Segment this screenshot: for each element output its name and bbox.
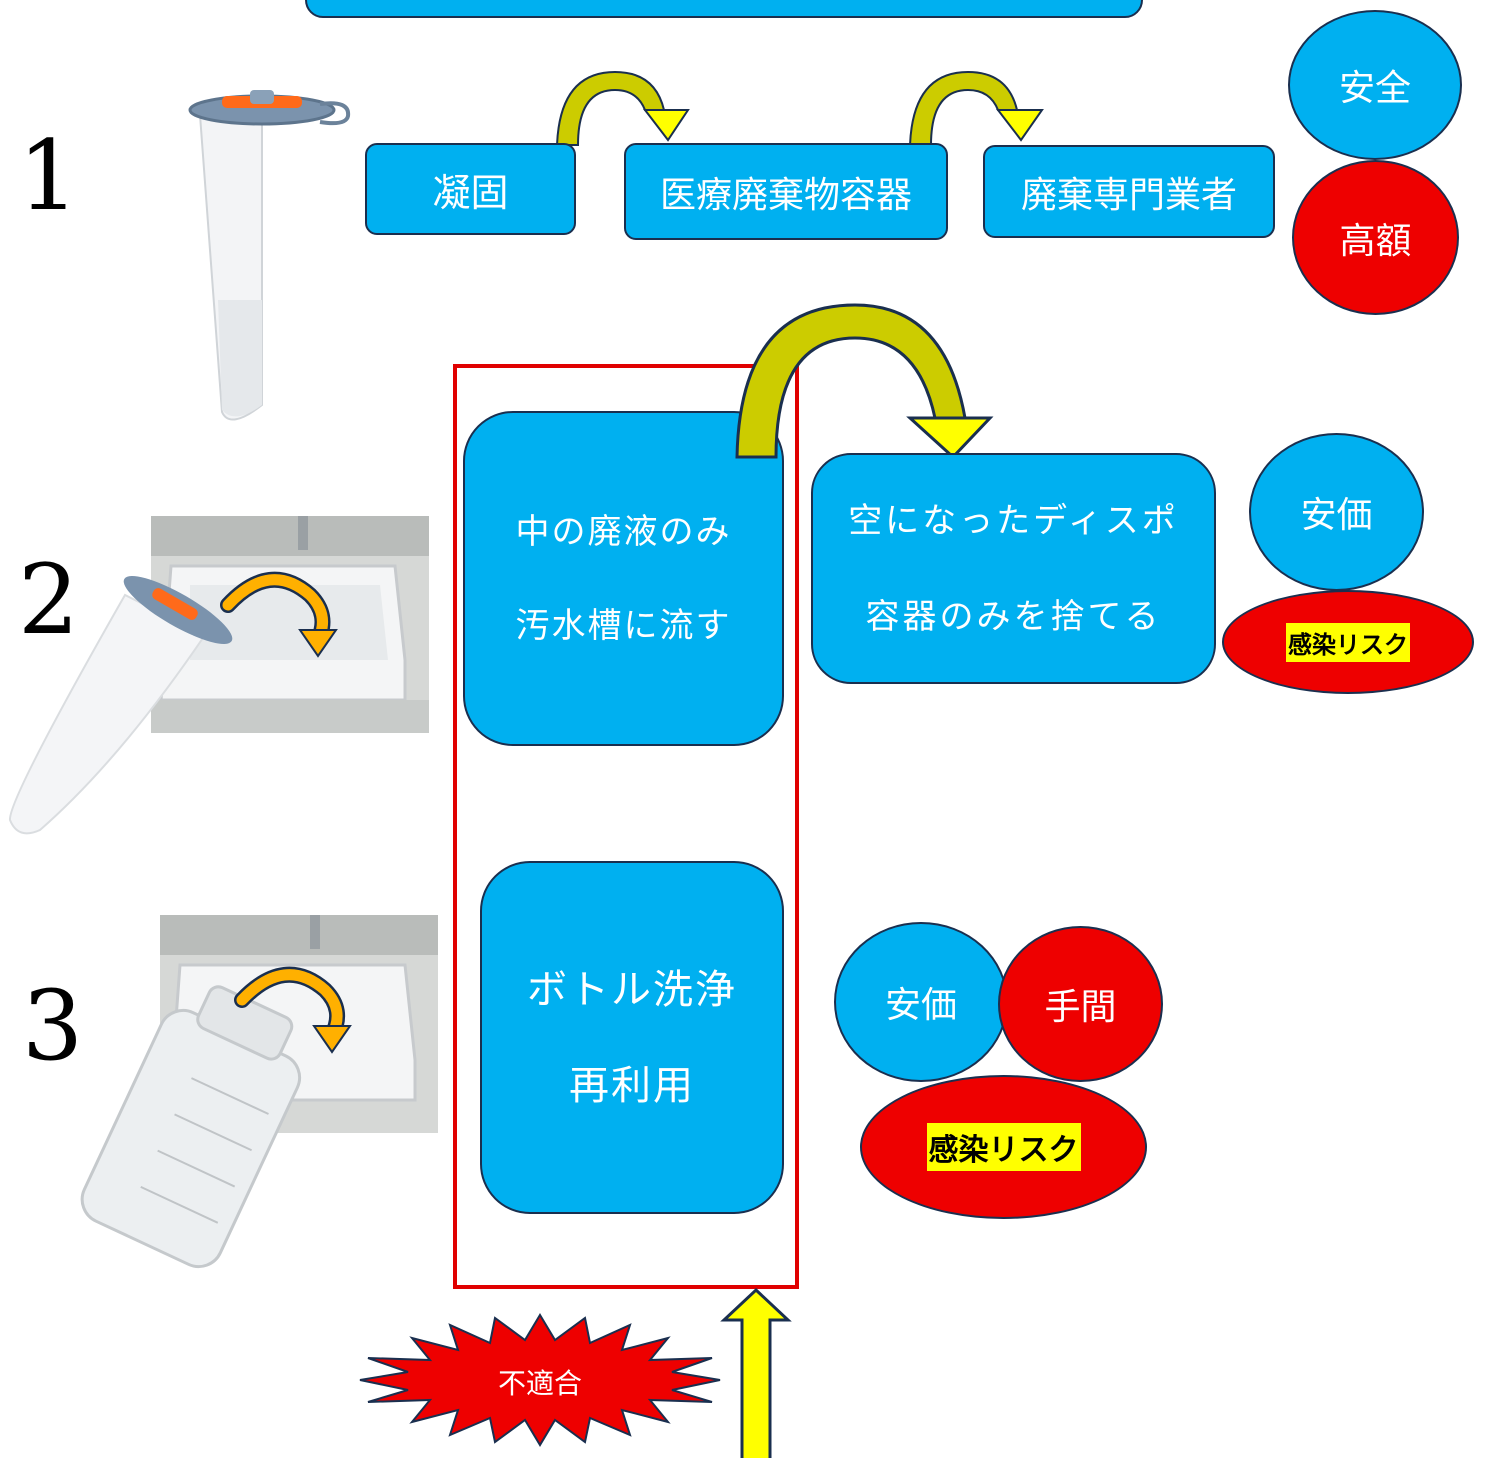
step-wash-bottle-line2: 再利用 bbox=[569, 1062, 695, 1109]
tag-infection-risk-label: 感染リスク bbox=[1286, 622, 1410, 662]
sink-photo-2 bbox=[8, 516, 429, 835]
step-medical-waste-container: 医療廃棄物容器 bbox=[624, 143, 948, 240]
step-wash-bottle: ボトル洗浄 再利用 bbox=[480, 861, 784, 1214]
tag-cheap-3: 安価 bbox=[834, 922, 1008, 1082]
up-arrow-icon bbox=[720, 1287, 792, 1458]
tag-safe: 安全 bbox=[1288, 10, 1462, 160]
step-discard-container-line2: 容器のみを捨てる bbox=[865, 596, 1162, 637]
disposable-liner-image bbox=[188, 90, 351, 421]
row-number-3: 3 bbox=[22, 970, 84, 1082]
step-waste-contractor-label: 廃棄専門業者 bbox=[1020, 174, 1237, 216]
tag-labor-label: 手間 bbox=[1044, 987, 1117, 1028]
step-drain-liquid: 中の廃液のみ 汚水槽に流す bbox=[463, 411, 784, 746]
step-waste-contractor: 廃棄専門業者 bbox=[983, 145, 1275, 238]
sink-photo-3 bbox=[80, 915, 438, 1269]
tag-expensive: 高額 bbox=[1292, 160, 1459, 315]
pour-arrow-icon bbox=[234, 966, 352, 1054]
tag-labor: 手間 bbox=[998, 926, 1163, 1082]
row-number-1: 1 bbox=[18, 120, 80, 232]
not-suitable-label: 不適合 bbox=[497, 1367, 582, 1400]
tag-cheap: 安価 bbox=[1249, 433, 1424, 591]
step-discard-container: 空になったディスポ 容器のみを捨てる bbox=[811, 453, 1216, 684]
tag-safe-label: 安全 bbox=[1338, 68, 1411, 109]
tag-infection-risk-3-label: 感染リスク bbox=[926, 1123, 1081, 1171]
step-drain-liquid-line1: 中の廃液のみ bbox=[515, 511, 732, 552]
step-solidify-label: 凝固 bbox=[432, 170, 509, 215]
step-medical-waste-container-label: 医療廃棄物容器 bbox=[659, 174, 912, 216]
step-wash-bottle-line1: ボトル洗浄 bbox=[527, 966, 737, 1013]
highlight-frame bbox=[453, 364, 799, 1289]
tag-infection-risk-3: 感染リスク bbox=[860, 1075, 1147, 1219]
tag-infection-risk: 感染リスク bbox=[1222, 590, 1474, 694]
step-discard-container-line1: 空になったディスポ bbox=[848, 500, 1179, 541]
curved-arrow-icon bbox=[908, 70, 1044, 146]
not-suitable-burst-icon bbox=[359, 1313, 721, 1447]
row-number-2: 2 bbox=[18, 544, 80, 656]
pour-arrow-icon bbox=[220, 571, 338, 658]
step-solidify: 凝固 bbox=[365, 143, 576, 235]
tag-expensive-label: 高額 bbox=[1339, 220, 1412, 262]
curved-arrow-icon bbox=[555, 70, 690, 146]
tag-cheap-label: 安価 bbox=[1300, 495, 1373, 536]
step-drain-liquid-line2: 汚水槽に流す bbox=[515, 605, 732, 646]
tag-cheap-3-label: 安価 bbox=[884, 985, 957, 1026]
